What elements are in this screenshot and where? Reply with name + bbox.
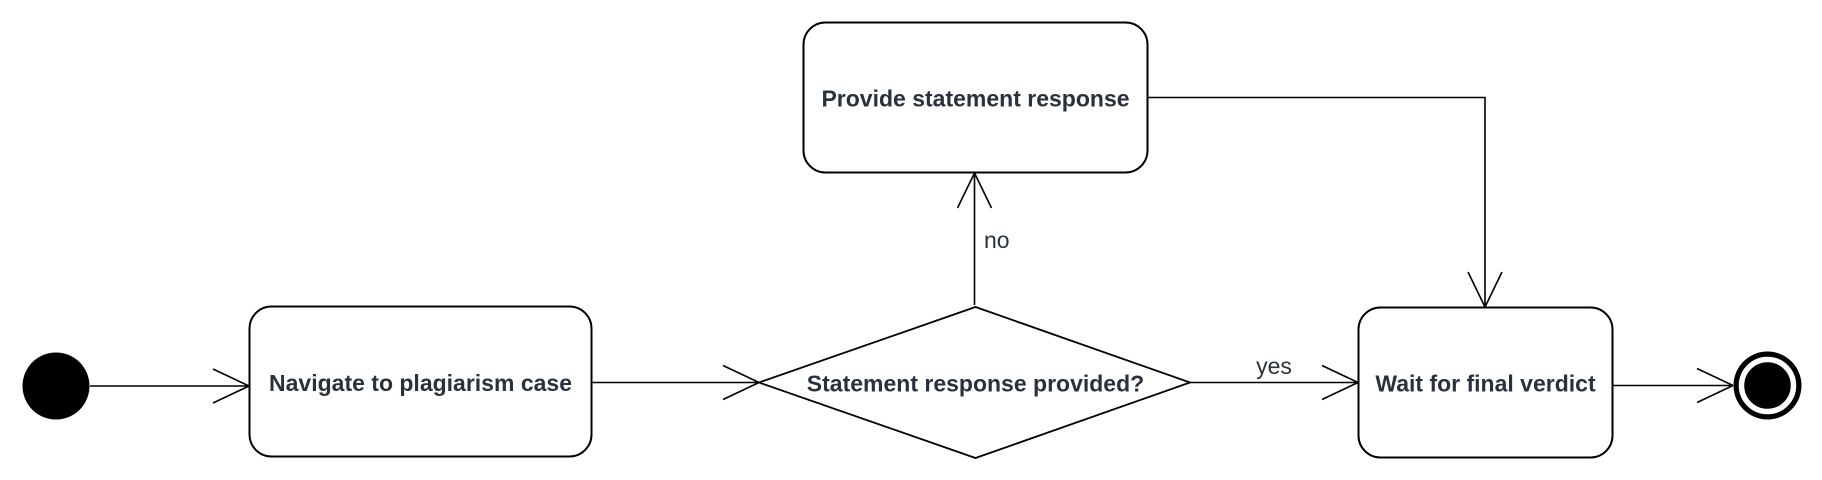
edge-navigate-to-decision[interactable]: [592, 364, 760, 401]
node-label: Wait for final verdict: [1375, 371, 1596, 397]
node-label: Statement response provided?: [807, 371, 1144, 397]
action-node-wait-shape[interactable]: [1357, 306, 1614, 459]
decision-node-statement-response[interactable]: Statement response provided?: [756, 306, 1193, 459]
edge-provide-to-wait[interactable]: [1148, 96, 1503, 308]
final-node[interactable]: [1733, 351, 1802, 420]
edge-label-no: no: [984, 227, 1010, 253]
edge-label-yes: yes: [1256, 353, 1292, 379]
edge-wait-to-end[interactable]: [1613, 367, 1734, 404]
action-node-navigate-shape[interactable]: [248, 305, 593, 458]
node-label: Navigate to plagiarism case: [269, 370, 572, 396]
action-node-provide-shape[interactable]: [802, 21, 1149, 174]
action-node-wait[interactable]: Wait for final verdict: [1357, 306, 1614, 459]
initial-node[interactable]: [22, 352, 90, 420]
final-node-ring: [1738, 356, 1797, 415]
edge-decision-to-wait-yes[interactable]: [1190, 364, 1359, 401]
edge-decision-to-provide-no[interactable]: [956, 172, 993, 305]
action-node-provide[interactable]: Provide statement response: [802, 21, 1149, 174]
node-label: Provide statement response: [821, 86, 1129, 112]
edge-start-to-navigate[interactable]: [90, 368, 250, 404]
action-node-navigate[interactable]: Navigate to plagiarism case: [248, 305, 593, 458]
